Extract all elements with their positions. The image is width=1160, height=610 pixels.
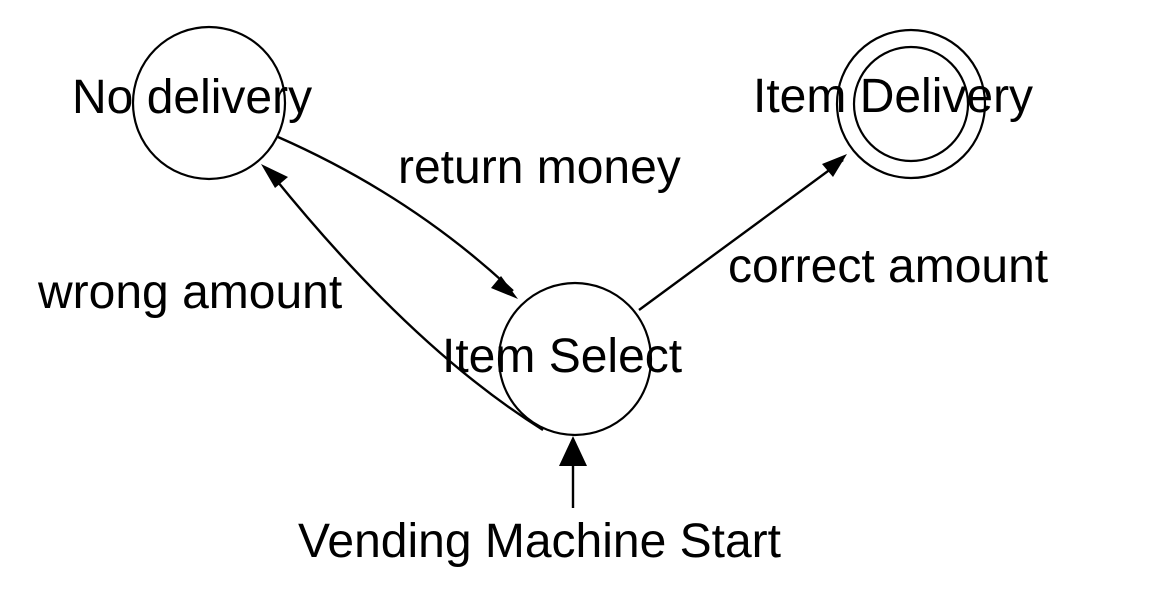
correct-amount-arrowhead bbox=[822, 154, 847, 177]
transition-return-money[interactable] bbox=[277, 135, 518, 299]
item-delivery-outer-circle[interactable] bbox=[835, 28, 987, 180]
state-item-select[interactable] bbox=[497, 281, 653, 437]
start-arrowhead bbox=[559, 436, 587, 466]
wrong-amount-arrowhead bbox=[261, 164, 288, 188]
return-money-edge-line[interactable] bbox=[277, 135, 514, 292]
state-label-item-delivery: Item Delivery bbox=[753, 70, 1033, 123]
no-delivery-circle[interactable] bbox=[131, 25, 287, 181]
correct-amount-edge-line[interactable] bbox=[638, 159, 844, 311]
state-no-delivery[interactable] bbox=[131, 25, 287, 181]
wrong-amount-edge-line[interactable] bbox=[272, 175, 544, 432]
edge-label-correct-amount: correct amount bbox=[728, 240, 1048, 293]
state-label-no-delivery: No delivery bbox=[72, 71, 312, 124]
start-label-vending-machine-start: Vending Machine Start bbox=[298, 515, 781, 568]
edge-label-wrong-amount: wrong amount bbox=[37, 266, 342, 319]
item-delivery-inner-circle[interactable] bbox=[852, 45, 970, 163]
item-select-circle[interactable] bbox=[497, 281, 653, 437]
state-item-delivery[interactable] bbox=[835, 28, 987, 180]
transition-correct-amount[interactable] bbox=[638, 154, 847, 311]
state-label-item-select: Item Select bbox=[442, 330, 682, 383]
return-money-arrowhead bbox=[491, 276, 518, 299]
transition-start[interactable] bbox=[559, 436, 587, 508]
edge-label-return-money: return money bbox=[398, 141, 681, 194]
transition-wrong-amount[interactable] bbox=[261, 164, 544, 432]
